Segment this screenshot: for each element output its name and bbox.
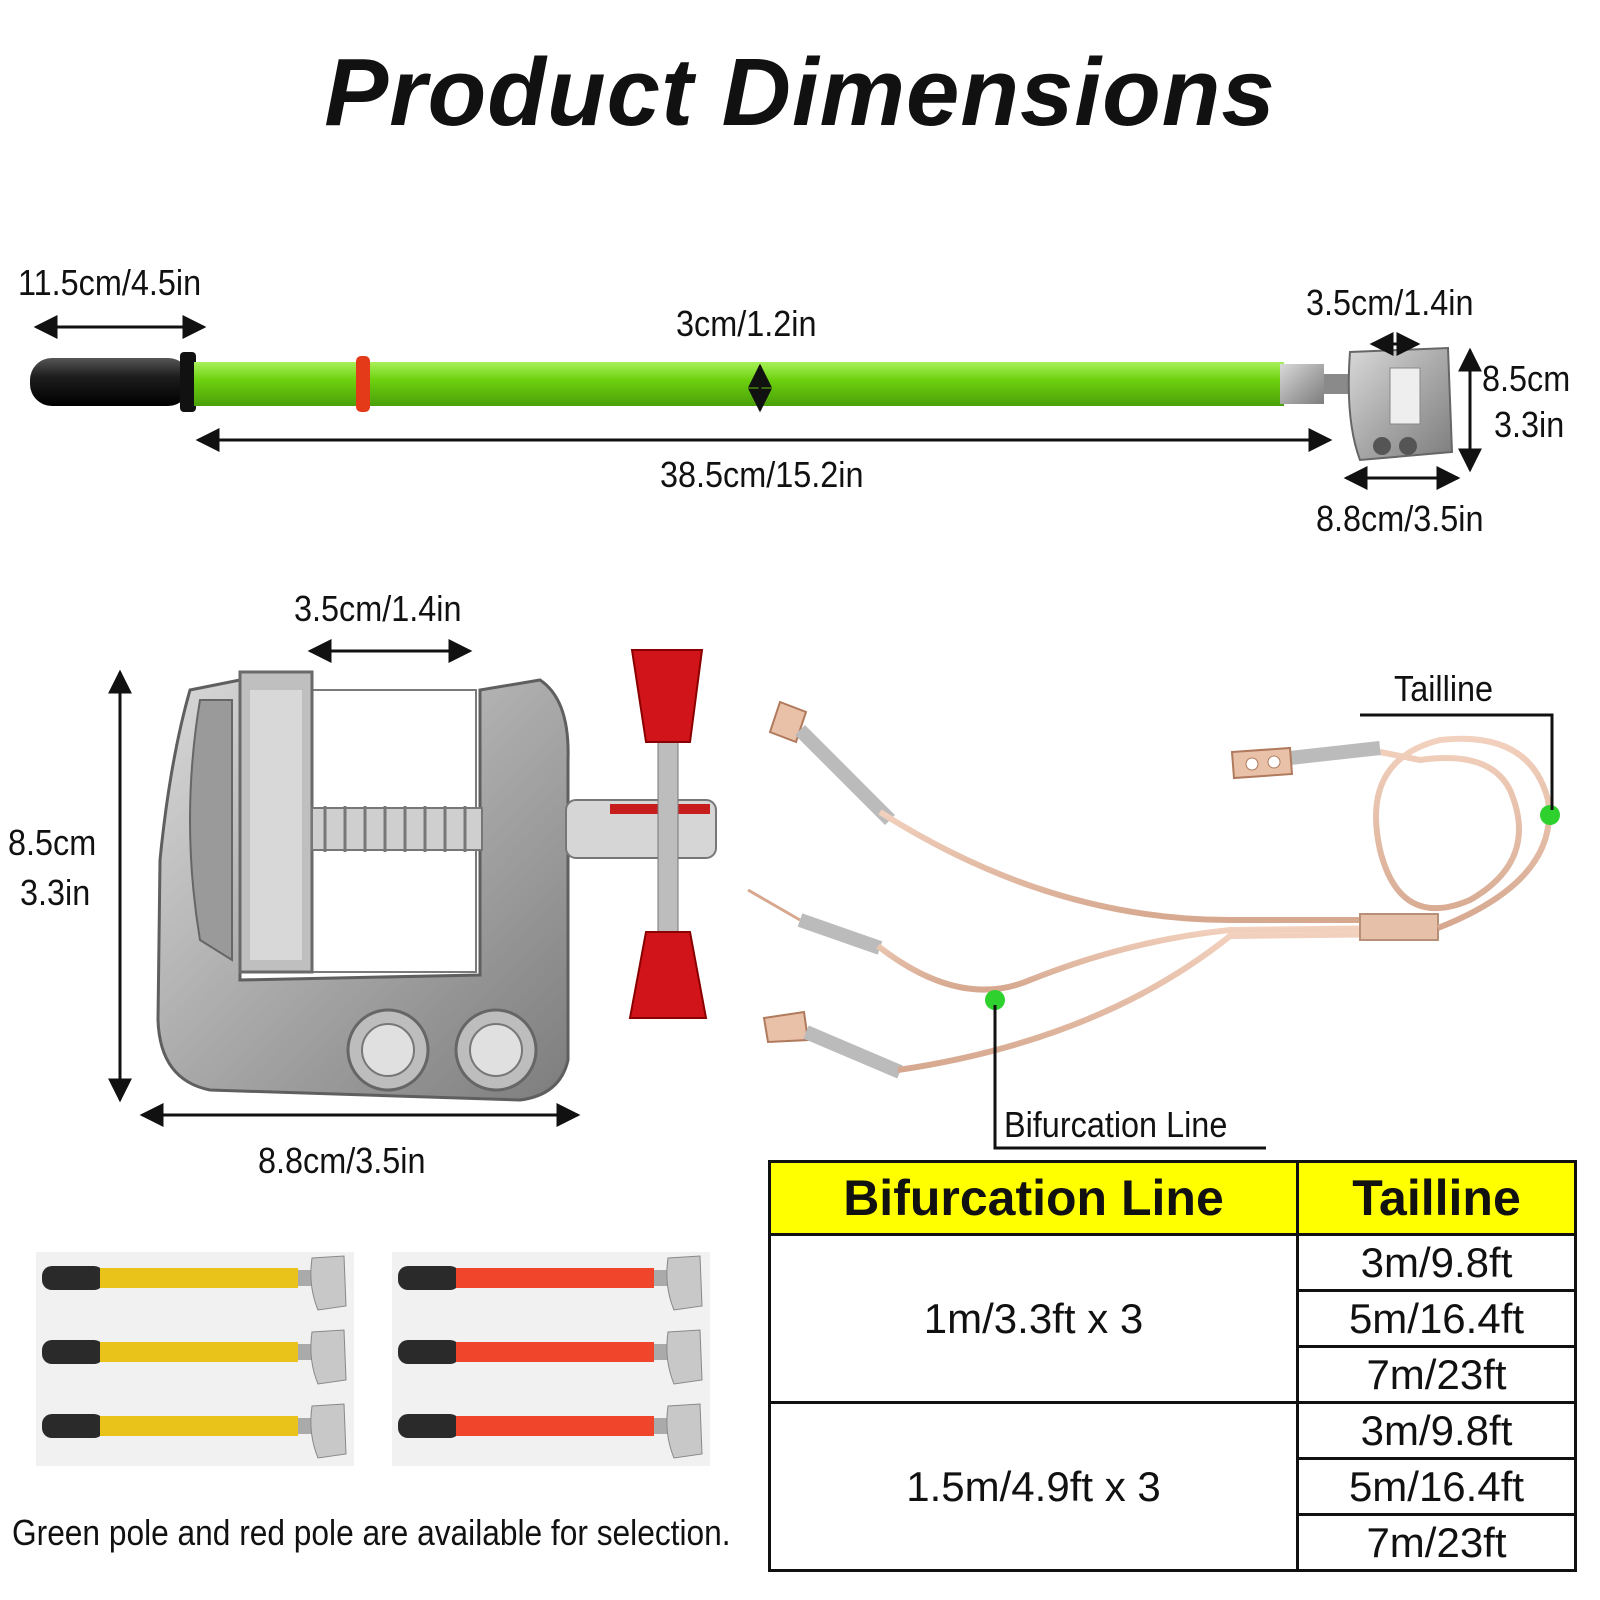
red-pole-thumb [398, 1255, 703, 1311]
wire-assembly [747, 700, 1560, 1150]
table-header-bifurcation: Bifurcation Line [768, 1160, 1299, 1236]
yellow-pole-thumb [42, 1329, 347, 1385]
pole-clamp-height-in-label: 3.3in [1494, 404, 1565, 445]
grounding-pole [30, 346, 1454, 462]
bifurcation-leader [993, 1005, 1266, 1150]
table-row: 5m/16.4ft [770, 1289, 1577, 1348]
table-row: 1.5m/4.9ft x 3 3m/9.8ft [768, 1401, 1577, 1572]
pole-clamp-opening-label: 3.5cm/1.4in [1306, 282, 1474, 323]
pole-clamp-height-cm-label: 8.5cm [1482, 358, 1571, 399]
pole-ring [356, 356, 370, 412]
tailline-cell: 7m/23ft [1296, 1345, 1577, 1404]
bifurcation-label: Bifurcation Line [1004, 1104, 1228, 1145]
tailline-marker [1540, 805, 1560, 825]
clamp-width-label: 8.8cm/3.5in [258, 1140, 426, 1181]
bifurcation-marker [985, 990, 1005, 1010]
page-title: Product Dimensions [324, 39, 1276, 146]
tailline-leader [1360, 713, 1554, 810]
clamp-closeup [156, 649, 717, 1102]
tailline-cell: 3m/9.8ft [1296, 1233, 1577, 1292]
red-pole-variants [392, 1252, 710, 1466]
diameter-label: 3cm/1.2in [676, 303, 817, 344]
yellow-pole-variants [36, 1252, 354, 1466]
pole-length-label: 38.5cm/15.2in [660, 454, 864, 495]
table-row: 7m/23ft [770, 1345, 1577, 1404]
table-header-tailline: Tailline [1296, 1160, 1577, 1236]
clamp-opening-label: 3.5cm/1.4in [294, 588, 462, 629]
red-pole-thumb [398, 1403, 703, 1459]
bifurcation-cell: 1.5m/4.9ft x 3 [768, 1401, 1299, 1572]
clamp-height-cm-label: 8.5cm [8, 822, 97, 863]
clamp-knob-bottom [628, 931, 708, 1019]
length-options-table: Bifurcation Line Tailline 1m/3.3ft x 3 3… [768, 1160, 1577, 1572]
pole-handle [30, 358, 190, 406]
table-row: 1m/3.3ft x 3 3m/9.8ft [768, 1233, 1577, 1404]
red-pole-thumb [398, 1329, 703, 1385]
clamp-height-in-label: 3.3in [20, 872, 91, 913]
tailline-cell: 5m/16.4ft [1296, 1289, 1577, 1348]
bifurcation-cell: 1m/3.3ft x 3 [768, 1233, 1299, 1404]
variants-caption: Green pole and red pole are available fo… [12, 1512, 731, 1553]
handle-length-label: 11.5cm/4.5in [18, 262, 202, 303]
tailline-label: Tailline [1394, 668, 1494, 709]
tailline-cell: 7m/23ft [1296, 1513, 1577, 1572]
yellow-pole-thumb [42, 1403, 347, 1459]
tailline-cell: 3m/9.8ft [1296, 1401, 1577, 1460]
pole-tube [194, 362, 1284, 406]
tailline-cell: 5m/16.4ft [1296, 1457, 1577, 1516]
table-row: 5m/16.4ft [770, 1457, 1577, 1516]
pole-clamp-width-label: 8.8cm/3.5in [1316, 498, 1484, 539]
table-row: 7m/23ft [770, 1513, 1577, 1572]
clamp-knob-top [630, 649, 704, 743]
yellow-pole-thumb [42, 1255, 347, 1311]
